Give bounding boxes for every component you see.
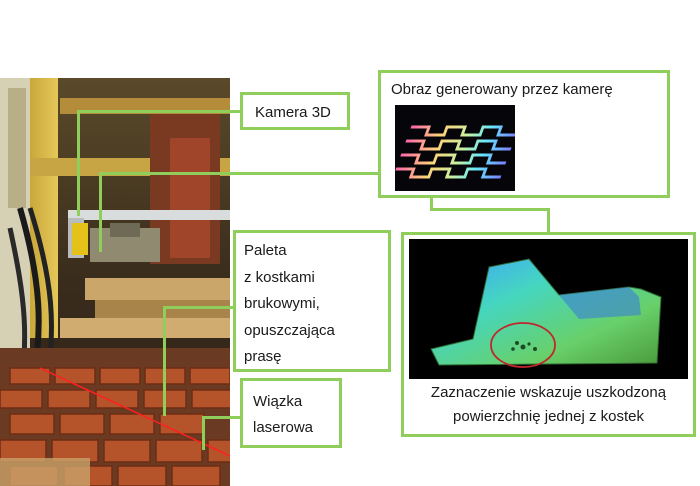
pallet-label-line-2: z kostkami [244, 268, 315, 286]
laser-label-line-1: Wiązka [253, 393, 303, 410]
image-to-scan-connector-1 [430, 196, 433, 210]
camera-device [72, 223, 88, 255]
damage-marker-circle [490, 322, 556, 368]
pallet-connector [164, 306, 236, 309]
pallet-connector-vertical [163, 306, 166, 416]
laser-label-line-2: laserowa [253, 419, 314, 436]
scan-caption-line-1: Zaznaczenie wskazuje uszkodzoną [430, 384, 667, 401]
factory-photo-illustration [0, 78, 230, 486]
factory-photo [0, 78, 230, 486]
camera-image-title: Obraz generowany przez kamerę [391, 81, 613, 98]
camera3d-label: Kamera 3D [255, 104, 331, 121]
pallet-label-box: Paleta z kostkami brukowymi, opuszczając… [233, 230, 391, 372]
scan-3d-surface [409, 239, 688, 379]
pallet-label-line-3: brukowymi, [244, 295, 320, 312]
camera3d-label-box: Kamera 3D [240, 92, 350, 130]
pallet-label-line-1: Paleta [244, 242, 287, 259]
laser-label-box: Wiązka laserowa [240, 378, 342, 448]
image-to-scan-connector-3 [547, 208, 550, 234]
image-to-scan-connector-2 [430, 208, 550, 211]
laser-line [39, 367, 230, 457]
laser-connector-vertical [202, 416, 205, 450]
pallet-label-line-4: opuszczająca [244, 321, 335, 339]
camera-image-connector-vertical [99, 172, 102, 252]
pallet-label-line-5: prasę [244, 348, 282, 365]
camera3d-connector [78, 110, 240, 113]
laser-connector [203, 416, 241, 419]
scan-caption-line-2: powierzchnię jednej z kostek [453, 408, 644, 425]
camera3d-connector-vertical [77, 110, 80, 216]
camera-image-connector [100, 172, 381, 175]
camera-generated-image [395, 105, 515, 191]
camera-image-panel: Obraz generowany przez kamerę [378, 70, 670, 198]
scan-panel: Zaznaczenie wskazuje uszkodzoną powierzc… [401, 232, 696, 437]
